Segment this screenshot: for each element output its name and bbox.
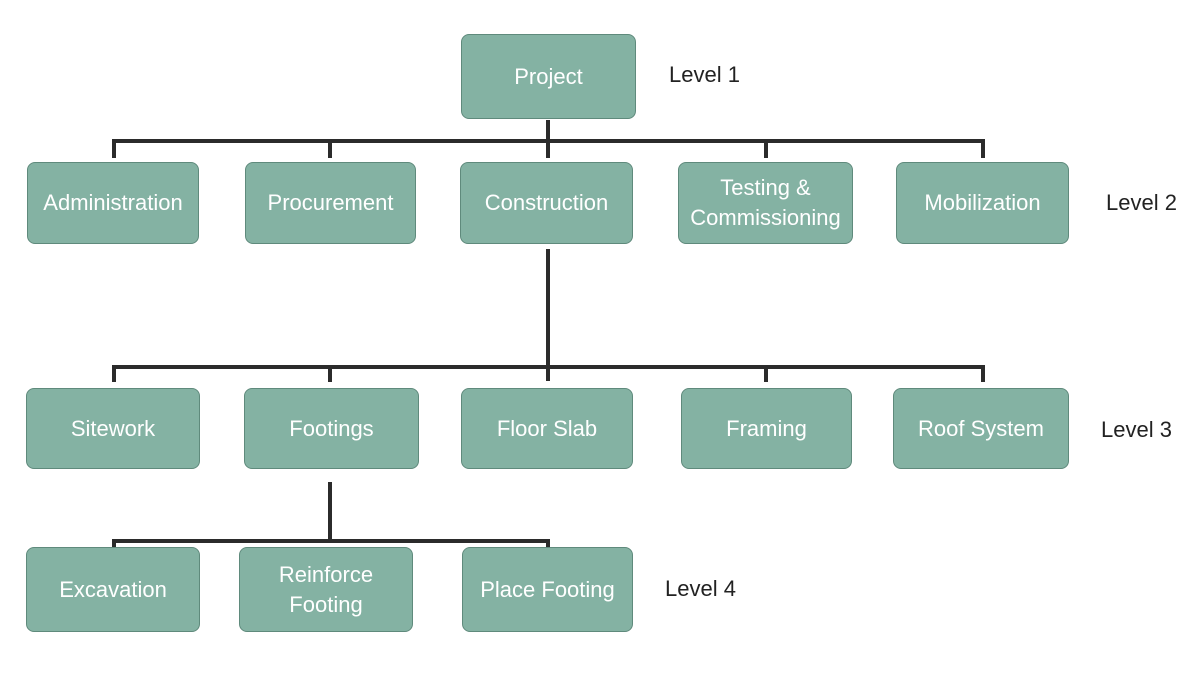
level-2-label: Level 2	[1106, 190, 1177, 215]
node-framing: Framing	[681, 388, 852, 469]
node-floor-slab: Floor Slab	[461, 388, 633, 469]
node-reinforce-footing-label: Reinforce Footing	[278, 561, 374, 617]
node-project: Project	[461, 34, 636, 119]
node-procurement: Procurement	[245, 162, 416, 244]
node-testing-commissioning-label: Testing & Commissioning	[690, 175, 841, 230]
node-mobilization: Mobilization	[896, 162, 1069, 244]
level-3-label: Level 3	[1101, 417, 1172, 442]
node-mobilization-label: Mobilization	[924, 190, 1041, 215]
node-footings-label: Footings	[289, 415, 374, 441]
level-4-label: Level 4	[665, 576, 736, 601]
node-floor-slab-label: Floor Slab	[496, 415, 598, 441]
node-roof-system-label: Roof System	[918, 415, 1044, 441]
node-testing-commissioning: Testing & Commissioning	[678, 162, 853, 244]
node-excavation-label: Excavation	[59, 576, 167, 602]
node-sitework-label: Sitework	[70, 415, 156, 441]
node-administration-label: Administration	[43, 190, 183, 215]
level-1-label: Level 1	[669, 62, 740, 87]
node-construction: Construction	[460, 162, 633, 244]
node-construction-label: Construction	[484, 190, 609, 215]
node-administration: Administration	[27, 162, 199, 244]
node-project-label: Project	[514, 63, 583, 89]
node-place-footing: Place Footing	[462, 547, 633, 632]
node-footings: Footings	[244, 388, 419, 469]
node-reinforce-footing: Reinforce Footing	[239, 547, 413, 632]
node-sitework: Sitework	[26, 388, 200, 469]
node-framing-label: Framing	[726, 415, 807, 441]
node-procurement-label: Procurement	[267, 190, 394, 215]
node-excavation: Excavation	[26, 547, 200, 632]
node-roof-system: Roof System	[893, 388, 1069, 469]
node-place-footing-label: Place Footing	[480, 576, 615, 602]
